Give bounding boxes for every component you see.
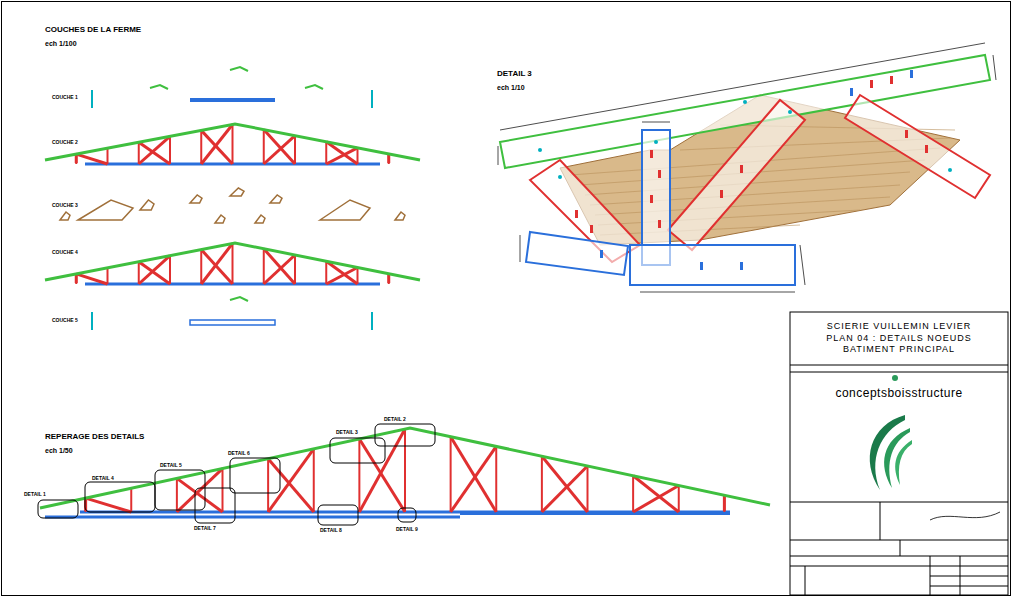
section-heading: DETAIL 3 — [497, 70, 532, 78]
company-name: conceptsboisstructure — [792, 383, 1006, 405]
detail-label: DETAIL 4 — [92, 476, 114, 481]
title-text: PLAN 04 : DETAILS NOEUDS — [826, 333, 971, 345]
detail-label: COUCHE 5 — [52, 318, 78, 323]
detail-3 — [498, 43, 996, 292]
section-heading: ech 1/100 — [45, 40, 77, 47]
detail-label: DETAIL 9 — [396, 527, 418, 532]
detail-label: COUCHE 3 — [52, 203, 78, 208]
detail-label: COUCHE 4 — [52, 250, 78, 255]
title-block — [790, 312, 1008, 595]
title-text: conceptsboisstructure — [835, 386, 962, 402]
detail-label: DETAIL 1 — [24, 492, 46, 497]
detail-label: DETAIL 3 — [336, 430, 358, 435]
truss-drawings — [38, 67, 770, 525]
detail-label: COUCHE 2 — [52, 140, 78, 145]
detail-label: DETAIL 5 — [160, 463, 182, 468]
detail-label: DETAIL 6 — [228, 451, 250, 456]
section-heading: ech 1/10 — [497, 84, 525, 91]
detail-label: DETAIL 7 — [194, 526, 216, 531]
detail-label: COUCHE 1 — [52, 95, 78, 100]
detail-label: DETAIL 8 — [320, 528, 342, 533]
section-heading: COUCHES DE LA FERME — [45, 26, 141, 34]
section-heading: REPERAGE DES DETAILS — [45, 433, 144, 441]
detail-label: DETAIL 2 — [384, 417, 406, 422]
section-heading: ech 1/50 — [45, 447, 73, 454]
title-text: SCIERIE VUILLEMIN LEVIER — [827, 321, 972, 333]
title-cell: SCIERIE VUILLEMIN LEVIERPLAN 04 : DETAIL… — [792, 314, 1006, 363]
title-text: BATIMENT PRINCIPAL — [843, 344, 955, 356]
